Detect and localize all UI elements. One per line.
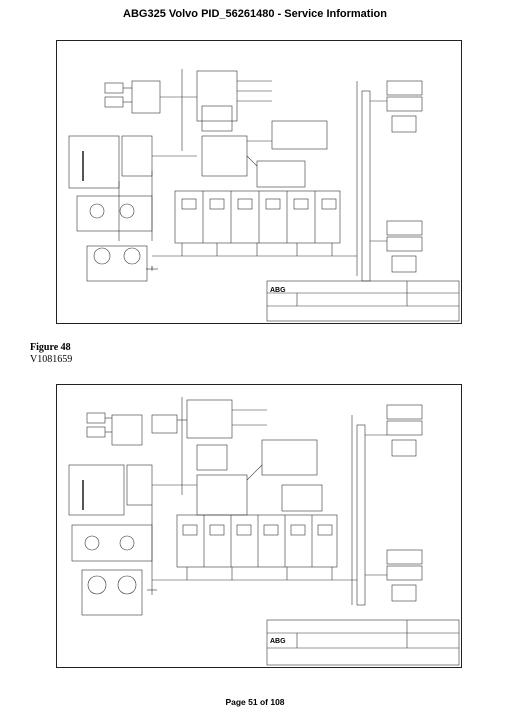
figure-code: V1081659 [30, 354, 73, 365]
figure-caption: Figure 48 V1081659 [30, 342, 72, 366]
page-number: Page 51 of 108 [225, 697, 285, 707]
hydraulic-electrical-schematic-1: ABG [68, 69, 460, 322]
title-block-logo: ABG [270, 287, 286, 294]
title-block-logo-2: ABG [270, 638, 286, 645]
schematic-diagram-2: ABG [56, 384, 462, 668]
hydraulic-electrical-schematic-2: ABG [68, 397, 460, 666]
schematic-diagram-1: ABG [56, 40, 462, 324]
figure-label: Figure 48 [30, 342, 71, 353]
document-header: ABG325 Volvo PID_56261480 - Service Info… [123, 8, 387, 20]
